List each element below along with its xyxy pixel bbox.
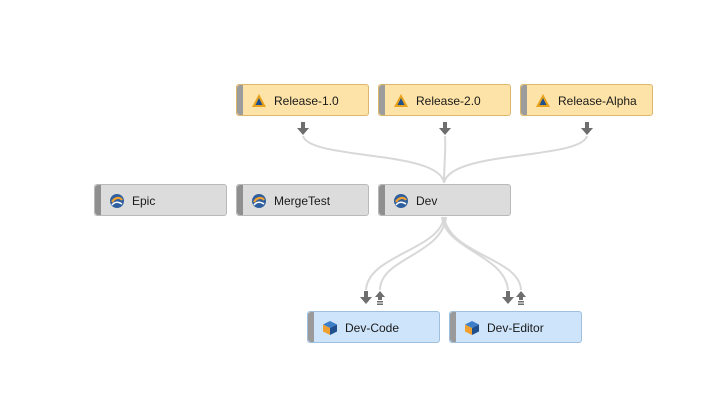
release-triangle-icon xyxy=(394,94,408,107)
stream-node-label: Dev-Code xyxy=(345,321,400,335)
release-triangle-icon xyxy=(536,94,550,107)
merge-down-arrow-dev-editor xyxy=(502,291,514,304)
stream-node-mergetest[interactable]: MergeTest xyxy=(236,184,369,216)
stream-node-dev[interactable]: Dev xyxy=(378,184,511,216)
connector-dev-deveditor-b xyxy=(443,216,522,291)
connector-dev-deveditor-a xyxy=(441,216,509,291)
connector-release-1-dev xyxy=(302,135,445,184)
connector-release-alpha-dev xyxy=(443,135,588,184)
node-grip xyxy=(95,185,101,215)
development-cube-icon xyxy=(323,321,337,335)
node-grip xyxy=(237,185,243,215)
development-cube-icon xyxy=(465,321,479,335)
node-grip xyxy=(379,85,385,115)
merge-down-arrow-dev-code xyxy=(360,291,372,304)
merge-down-arrow-release-alpha xyxy=(581,122,593,135)
stream-node-dev-editor[interactable]: Dev-Editor xyxy=(449,311,582,343)
release-triangle-icon xyxy=(252,94,266,107)
merge-down-arrow-release-1 xyxy=(297,122,309,135)
stream-node-release-1[interactable]: Release-1.0 xyxy=(236,84,369,116)
stream-node-epic[interactable]: Epic xyxy=(94,184,227,216)
stream-node-dev-code[interactable]: Dev-Code xyxy=(307,311,440,343)
stream-node-label: Release-2.0 xyxy=(416,94,481,108)
node-grip xyxy=(237,85,243,115)
stream-node-release-2[interactable]: Release-2.0 xyxy=(378,84,511,116)
mainline-stream-icon xyxy=(394,194,408,208)
connector-release-2-dev xyxy=(443,135,447,184)
stream-node-label: Release-1.0 xyxy=(274,94,339,108)
stream-node-label: Epic xyxy=(132,194,156,208)
connector-dev-devcode-a xyxy=(365,216,445,291)
connector-dev-devcode-b xyxy=(379,216,447,291)
node-grip xyxy=(521,85,527,115)
stream-node-label: Dev-Editor xyxy=(487,321,544,335)
node-grip xyxy=(379,185,385,215)
copy-up-arrow-dev-editor xyxy=(516,291,526,305)
mainline-stream-icon xyxy=(252,194,266,208)
copy-up-arrow-dev-code xyxy=(375,291,385,305)
node-grip xyxy=(308,312,314,342)
node-grip xyxy=(450,312,456,342)
stream-node-label: Dev xyxy=(416,194,438,208)
mainline-stream-icon xyxy=(110,194,124,208)
stream-node-label: MergeTest xyxy=(274,194,331,208)
merge-down-arrow-release-2 xyxy=(439,122,451,135)
stream-node-label: Release-Alpha xyxy=(558,94,637,108)
stream-node-release-alpha[interactable]: Release-Alpha xyxy=(520,84,653,116)
